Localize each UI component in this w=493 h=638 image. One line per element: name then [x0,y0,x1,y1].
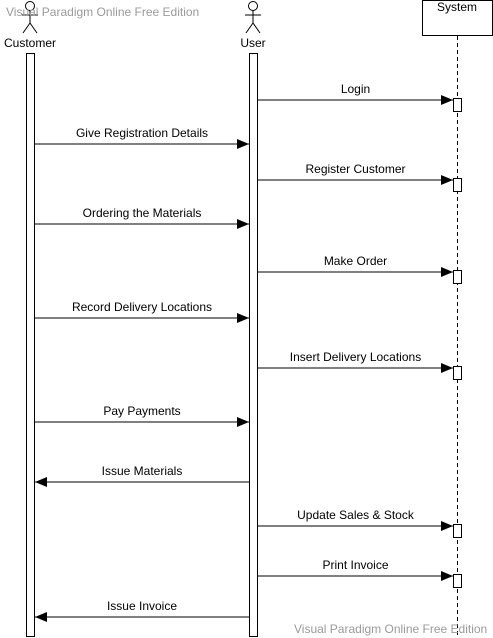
message[interactable]: Record Delivery Locations [35,300,249,323]
message-label: Make Order [324,254,387,268]
message[interactable]: Pay Payments [35,404,249,427]
watermark-top: Visual Paradigm Online Free Edition [6,5,200,19]
system-activation [453,270,462,284]
message[interactable]: Ordering the Materials [35,206,249,229]
system-activation [453,574,462,588]
message-label: Record Delivery Locations [72,300,212,314]
message[interactable]: Insert Delivery Locations [258,350,462,380]
message[interactable]: Give Registration Details [35,126,249,149]
system-activation [453,366,462,380]
message[interactable]: Make Order [258,254,462,284]
customer-label: Customer [4,36,56,50]
message[interactable]: Issue Materials [35,464,249,487]
message-label: Insert Delivery Locations [290,350,421,364]
actor-icon [22,1,38,34]
customer-actor[interactable]: Customer [4,1,56,51]
user-activation-bar [249,53,258,637]
system-label: System [437,0,477,14]
message[interactable]: Update Sales & Stock [258,508,462,538]
message-label: Ordering the Materials [83,206,202,220]
message[interactable]: Issue Invoice [35,599,249,622]
system-activation [453,524,462,538]
system-activation [453,98,462,112]
message-label: Login [341,82,370,96]
message-label: Print Invoice [322,558,388,572]
message[interactable]: Print Invoice [258,558,462,588]
message-label: Pay Payments [103,404,180,418]
customer-activation-bar [26,53,35,637]
message-label: Issue Materials [102,464,183,478]
message-label: Issue Invoice [107,599,177,613]
actor-icon [245,1,261,34]
user-actor[interactable]: User [240,1,266,51]
watermark-bottom: Visual Paradigm Online Free Edition [294,622,488,636]
message-label: Update Sales & Stock [297,508,415,522]
system-activation [453,178,462,192]
message-label: Give Registration Details [76,126,208,140]
system-participant[interactable]: System [422,0,493,36]
message[interactable]: Login [258,82,462,112]
user-label: User [240,36,265,50]
message[interactable]: Register Customer [258,162,462,192]
message-label: Register Customer [305,162,405,176]
